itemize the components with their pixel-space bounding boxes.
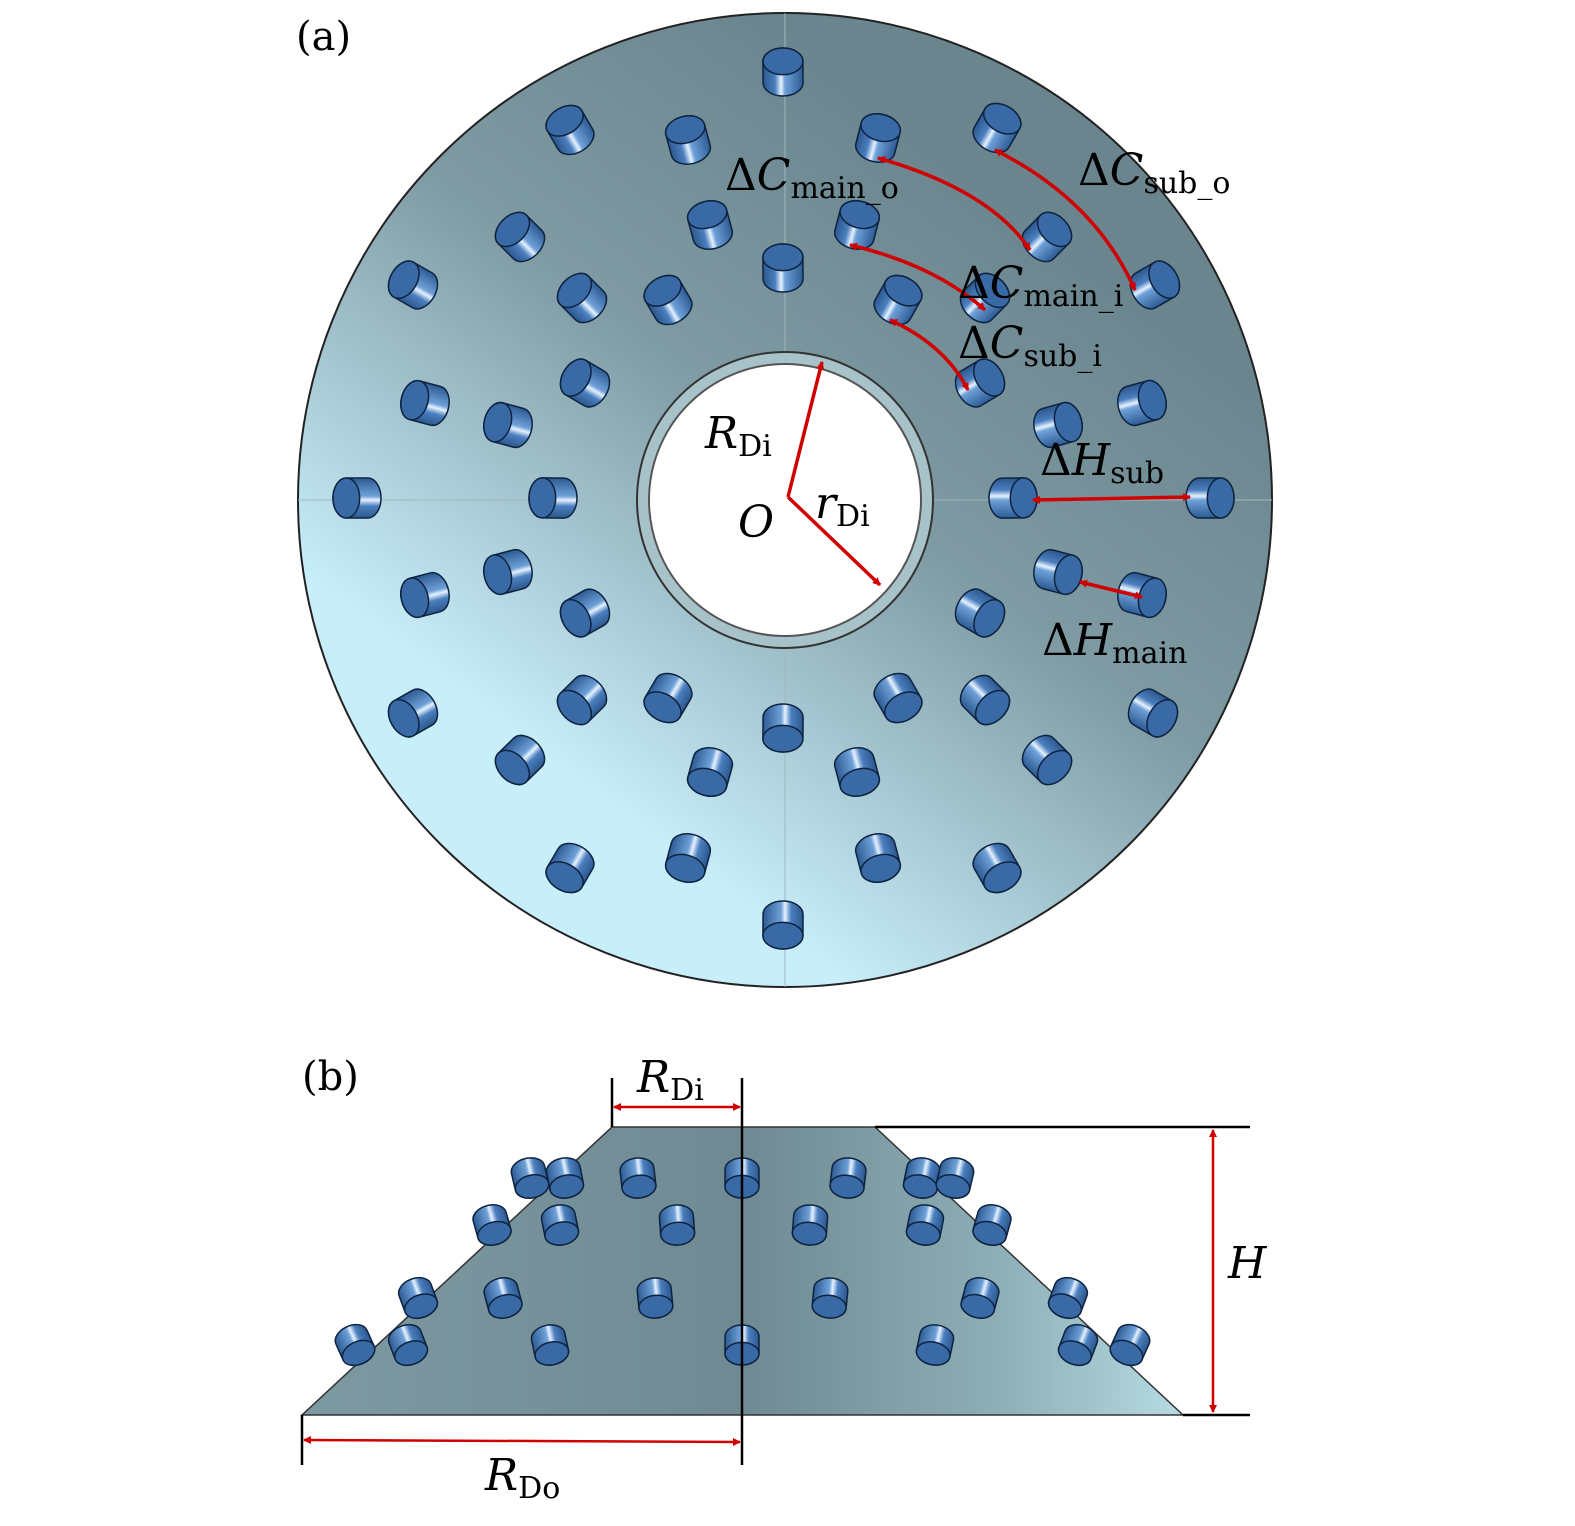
pin-fin	[1033, 548, 1083, 596]
pin-fin	[483, 401, 533, 449]
pin-fin	[334, 1323, 376, 1367]
pin-fin	[545, 1157, 585, 1199]
pin-fin	[528, 477, 578, 519]
pin-fin	[510, 1157, 550, 1199]
dimension-arrows	[303, 1103, 1217, 1446]
pin-fin	[556, 272, 608, 324]
panel-b-labels: RDi RDo H	[484, 1052, 1268, 1506]
pin-fin	[954, 588, 1006, 638]
pins-side-view	[334, 1157, 1151, 1367]
pin-fin	[400, 379, 450, 427]
label-dh-sub: ΔHsub	[1040, 435, 1164, 491]
pin-fin	[762, 47, 804, 97]
pin-fin	[902, 1157, 942, 1199]
pin-fin	[559, 588, 611, 638]
pin-fin	[643, 672, 693, 724]
annotation-arrows	[786, 148, 1191, 600]
pin-fin	[1185, 477, 1235, 519]
pin-fin	[854, 113, 902, 163]
pin-fin	[545, 842, 595, 894]
pin-fin	[540, 1204, 580, 1246]
pin-fin	[686, 747, 734, 797]
pin-fin	[1033, 401, 1083, 449]
pin-fin	[960, 1277, 1000, 1319]
pins-top-view	[332, 47, 1235, 950]
pin-fin	[387, 688, 439, 738]
pin-fin	[387, 1323, 429, 1367]
label-origin: O	[738, 497, 774, 548]
label-r-di-small: rDi	[815, 478, 870, 534]
dh-main-arrow	[1079, 579, 1143, 600]
pin-fin	[915, 1324, 955, 1366]
pin-fin	[397, 1276, 439, 1320]
label-dc-main-i: ΔCmain_i	[958, 258, 1123, 314]
dh-sub-arrow	[1032, 493, 1191, 504]
label-r-di: RDi	[704, 408, 772, 464]
pin-fin	[1129, 260, 1181, 310]
pin-fin	[545, 104, 595, 156]
pin-fin	[811, 1277, 849, 1319]
label-b-r-do: RDo	[484, 1450, 560, 1506]
label-b-h: H	[1227, 1238, 1268, 1289]
r-do-dim-arrow	[303, 1436, 741, 1446]
label-dc-sub-o: ΔCsub_o	[1078, 145, 1230, 201]
pin-fin	[530, 1324, 570, 1366]
pin-fin	[988, 477, 1038, 519]
pin-fin	[1057, 1323, 1099, 1367]
dc-sub-o-arrow	[994, 148, 1137, 291]
pin-fin	[762, 703, 804, 753]
pin-fin	[873, 672, 923, 724]
pin-fin	[494, 211, 546, 263]
pin-fin	[1047, 1276, 1089, 1320]
pin-fin	[400, 571, 450, 619]
label-dh-main: ΔHmain	[1042, 615, 1187, 671]
pin-fin	[483, 548, 533, 596]
pin-fin	[686, 200, 734, 250]
pin-fin	[833, 747, 881, 797]
dc-sub-i-arrow	[889, 318, 970, 391]
pin-fin	[833, 200, 881, 250]
label-dc-main-o: ΔCmain_o	[725, 150, 899, 206]
pin-fin	[972, 1204, 1012, 1246]
panel-b-label: (b)	[302, 1054, 359, 1100]
panel-a-labels: ΔCmain_o ΔCsub_o ΔCmain_i ΔCsub_i ΔHsub …	[704, 145, 1230, 671]
inner-hole	[648, 363, 922, 637]
pin-fin	[935, 1157, 975, 1199]
pin-fin	[1021, 734, 1073, 786]
pin-fin	[658, 1204, 696, 1246]
pin-fin	[556, 674, 608, 726]
pin-fin	[664, 115, 712, 165]
pin-fin	[664, 833, 712, 883]
pin-fin	[643, 274, 693, 326]
pin-fin	[791, 1204, 829, 1246]
pin-fin	[1109, 1323, 1151, 1367]
pin-fin	[972, 842, 1022, 894]
pin-fin	[332, 477, 382, 519]
pin-fin	[494, 734, 546, 786]
pin-fin	[854, 833, 902, 883]
pin-fin	[472, 1204, 512, 1246]
pin-fin	[636, 1277, 674, 1319]
pin-fin	[483, 1277, 523, 1319]
dimension-lines	[300, 1078, 1250, 1465]
pin-fin	[1117, 379, 1167, 427]
r-di-arrow	[786, 361, 825, 498]
pin-fin	[1127, 688, 1179, 738]
pin-fin	[959, 674, 1011, 726]
pin-fin	[619, 1157, 657, 1199]
pin-fin	[559, 358, 611, 408]
pin-fin	[387, 260, 439, 310]
panel-a-label: (a)	[296, 14, 351, 60]
pin-fin	[762, 900, 804, 950]
label-dc-sub-i: ΔCsub_i	[958, 318, 1102, 374]
pin-fin	[762, 243, 804, 293]
pin-fin	[829, 1157, 867, 1199]
r-di-small-arrow	[786, 495, 882, 587]
pin-fin	[905, 1204, 945, 1246]
label-b-r-di: RDi	[636, 1052, 704, 1108]
dc-main-i-arrow	[849, 242, 987, 312]
pin-fin	[972, 102, 1022, 154]
